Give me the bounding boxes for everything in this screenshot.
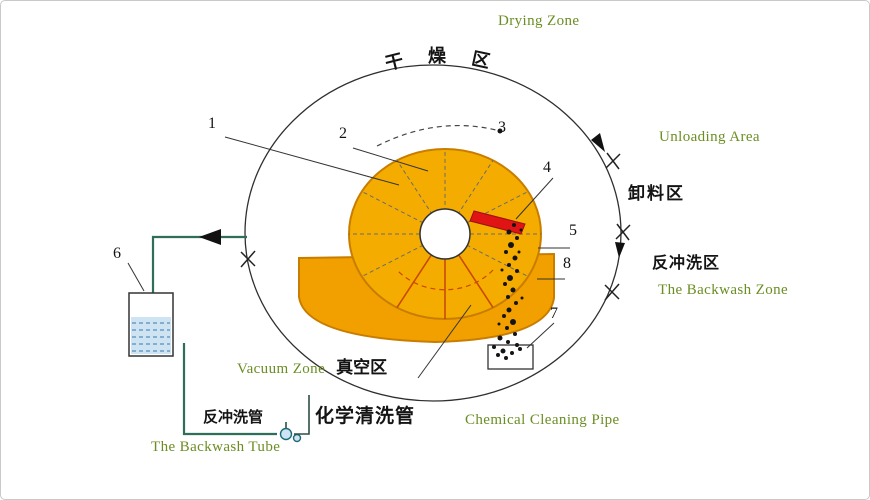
filter-ring xyxy=(348,148,542,320)
label-drying-zone-en: Drying Zone xyxy=(498,13,580,29)
label-backwash-zone-en: The Backwash Zone xyxy=(658,282,789,298)
callout-7: 7 xyxy=(550,305,558,322)
rotation-arrow-icon xyxy=(591,133,605,152)
label-vacuum-zone-zh: 真空区 xyxy=(336,358,388,378)
callout-4: 4 xyxy=(543,159,551,176)
zone-tick-icon xyxy=(240,250,256,268)
rotation-arrows xyxy=(591,133,625,258)
collection-box xyxy=(487,344,534,370)
discharge-particles xyxy=(492,223,524,360)
label-vacuum-zone: Vacuum Zone 真空区 xyxy=(237,359,387,378)
callout-3: 3 xyxy=(498,119,506,136)
drying-zh-char: 燥 xyxy=(428,46,446,67)
label-vacuum-zone-en: Vacuum Zone xyxy=(237,361,326,377)
label-chemical-pipe-en: Chemical Cleaning Pipe xyxy=(465,412,620,428)
zone-tick-icon xyxy=(605,152,621,170)
label-chemical-pipe-zh: 化学清洗管 xyxy=(315,405,416,427)
scraper-blade xyxy=(469,210,526,235)
callout-6: 6 xyxy=(113,245,121,262)
backwash-vessel xyxy=(128,292,174,357)
pump-icon xyxy=(279,422,302,443)
zone-tick-icon xyxy=(615,223,631,241)
flow-arrow-icon xyxy=(199,229,221,245)
callout-5: 5 xyxy=(569,222,577,239)
chemical-pipe-line xyxy=(294,395,310,435)
filtrate-pipe xyxy=(151,229,247,293)
callout-8: 8 xyxy=(563,255,571,272)
rotation-arrow-icon xyxy=(615,242,625,258)
zone-boundary-ticks xyxy=(240,152,631,301)
label-backwash-tube-en: The Backwash Tube xyxy=(151,439,281,455)
hub-circle xyxy=(419,208,471,260)
zone-tick-icon xyxy=(604,283,620,301)
callout-2: 2 xyxy=(339,125,347,142)
label-unloading-area-zh: 卸料区 xyxy=(628,184,685,204)
callout-1: 1 xyxy=(208,115,216,132)
backwash-tube-line xyxy=(182,343,277,436)
submerged-segment-lines xyxy=(396,252,494,319)
label-backwash-zone-zh: 反冲洗区 xyxy=(652,253,721,272)
label-backwash-tube-zh: 反冲洗管 xyxy=(203,408,264,426)
callout-leaders xyxy=(127,124,570,379)
label-unloading-area-en: Unloading Area xyxy=(659,129,760,145)
